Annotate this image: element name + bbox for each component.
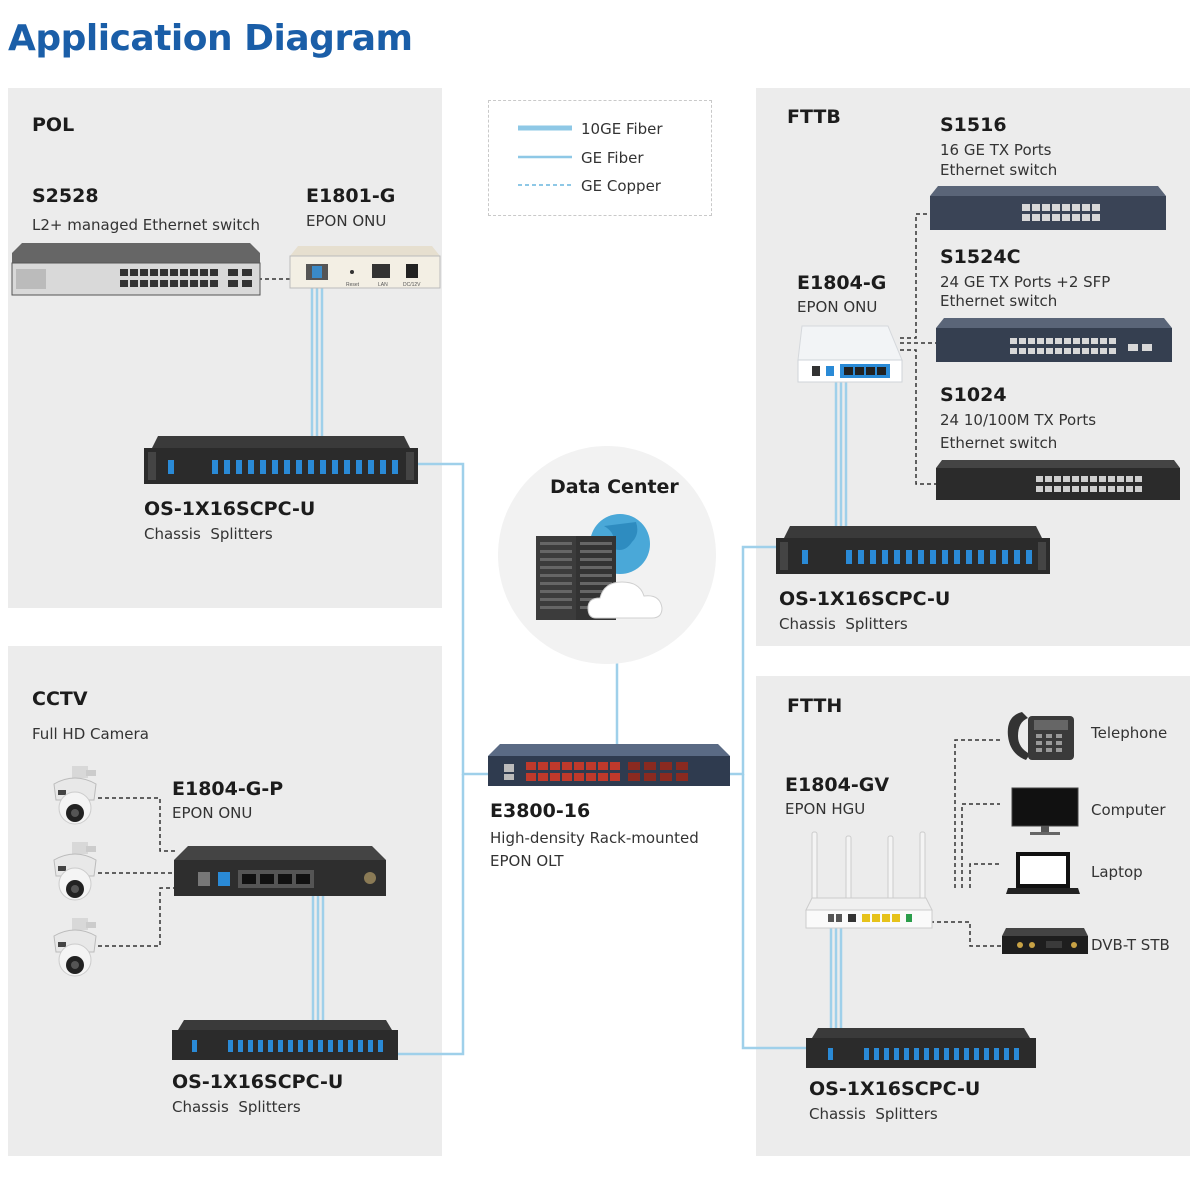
e1801g-port-dc: DC/12V (403, 282, 421, 288)
computer-label: Computer (1091, 801, 1166, 819)
pol-section-title: POL (32, 114, 75, 136)
e1801g-model: E1801-G (306, 185, 396, 207)
s1516-desc-1: 16 GE TX Ports (940, 141, 1052, 159)
ftth-splitter-model: OS-1X16SCPC-U (809, 1078, 981, 1100)
computer-icon (1010, 786, 1080, 838)
s1524c-desc-1: 24 GE TX Ports +2 SFP (940, 273, 1111, 291)
e1801g-port-lan: LAN (378, 282, 388, 288)
pol-splitter-chassis (144, 436, 418, 486)
e1804g-desc: EPON ONU (797, 298, 878, 316)
pol-splitter-model: OS-1X16SCPC-U (144, 498, 316, 520)
legend-label-ge: GE Fiber (581, 149, 644, 167)
e1804gv-desc: EPON HGU (785, 800, 866, 818)
fttb-splitter-desc: Chassis Splitters (779, 615, 908, 633)
legend-label-10ge: 10GE Fiber (581, 120, 663, 138)
cctv-panel (8, 646, 442, 1156)
olt-model: E3800-16 (490, 800, 591, 822)
cctv-splitter-desc: Chassis Splitters (172, 1098, 301, 1116)
s1024-desc-1: 24 10/100M TX Ports (940, 411, 1097, 429)
telephone-icon (1004, 708, 1078, 764)
e1801g-port-reset: Reset (346, 282, 360, 288)
s1524c-model: S1524C (940, 246, 1021, 268)
s1524c-switch (936, 318, 1172, 364)
e1804gv-model: E1804-GV (785, 774, 890, 796)
fttb-section-title: FTTB (787, 106, 841, 128)
camera-icon (50, 766, 100, 828)
laptop-icon (1006, 850, 1080, 898)
e1804gp-onu (174, 846, 386, 898)
stb-label: DVB-T STB (1091, 936, 1170, 954)
e1804gv-router (805, 830, 933, 930)
s1024-desc-2: Ethernet switch (940, 434, 1058, 452)
e1801g-desc: EPON ONU (306, 212, 387, 230)
cctv-splitter-model: OS-1X16SCPC-U (172, 1071, 344, 1093)
data-center-icon (532, 504, 682, 624)
ftth-splitter-desc: Chassis Splitters (809, 1105, 938, 1123)
s1516-switch (930, 186, 1166, 232)
e1804gp-model: E1804-G-P (172, 778, 284, 800)
e3800-olt (488, 744, 730, 788)
ftth-section-title: FTTH (787, 695, 843, 717)
camera-label: Full HD Camera (32, 725, 149, 743)
s1024-model: S1024 (940, 384, 1007, 406)
page-title: Application Diagram (8, 18, 413, 59)
s1524c-desc-2: Ethernet switch (940, 292, 1058, 310)
camera-icon (50, 918, 100, 980)
s2528-desc: L2+ managed Ethernet switch (32, 216, 261, 234)
s1516-model: S1516 (940, 114, 1007, 136)
s2528-switch (11, 243, 261, 296)
olt-desc-1: High-density Rack-mounted (490, 829, 699, 847)
telephone-label: Telephone (1091, 724, 1168, 742)
e1804g-model: E1804-G (797, 272, 887, 294)
s2528-model: S2528 (32, 185, 99, 207)
s1024-switch (936, 460, 1180, 502)
e1801g-onu (289, 246, 441, 289)
s1516-desc-2: Ethernet switch (940, 161, 1058, 179)
stb-icon (1002, 928, 1088, 956)
camera-icon (50, 842, 100, 904)
fttb-splitter-model: OS-1X16SCPC-U (779, 588, 951, 610)
olt-desc-2: EPON OLT (490, 852, 564, 870)
pol-panel (8, 88, 442, 608)
legend-label-copper: GE Copper (581, 177, 661, 195)
data-center-label: Data Center (550, 476, 679, 498)
e1804gp-desc: EPON ONU (172, 804, 253, 822)
laptop-label: Laptop (1091, 863, 1143, 881)
cctv-section-title: CCTV (32, 688, 88, 710)
e1804g-onu (797, 325, 903, 384)
cctv-splitter-chassis (172, 1020, 398, 1062)
fttb-splitter-chassis (776, 526, 1050, 576)
pol-splitter-desc: Chassis Splitters (144, 525, 273, 543)
ftth-splitter-chassis (806, 1028, 1036, 1070)
